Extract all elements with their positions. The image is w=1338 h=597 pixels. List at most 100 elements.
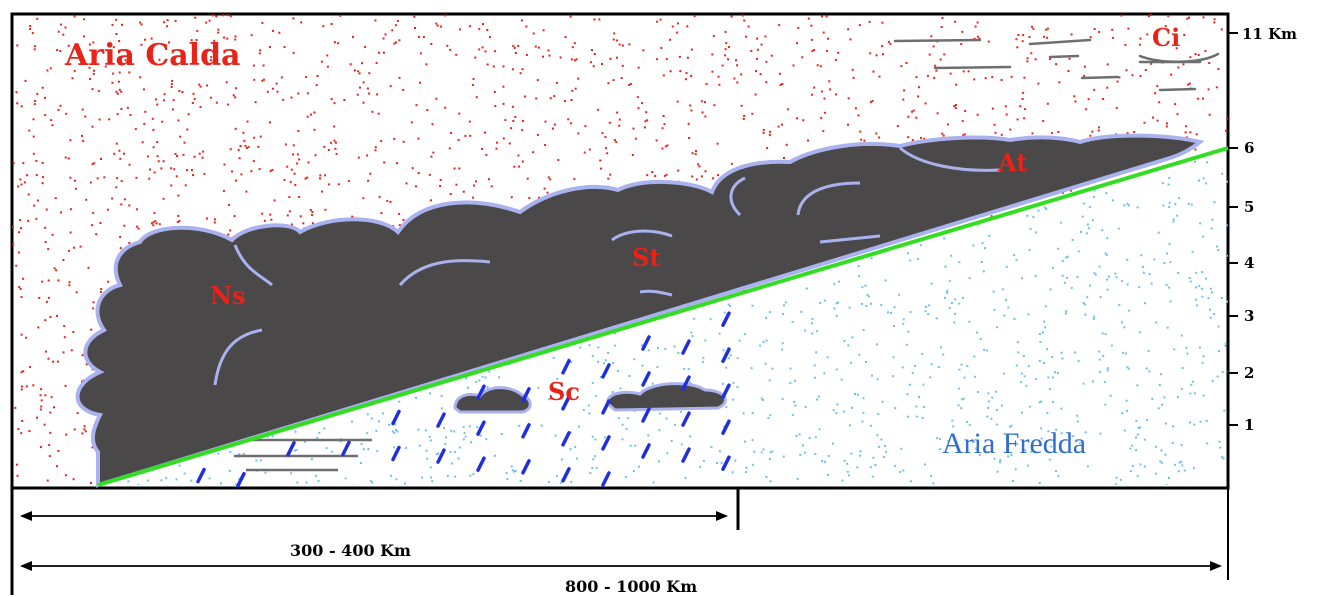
cold-air-speckle <box>968 320 971 323</box>
warm-air-speckle <box>374 149 377 152</box>
warm-air-speckle <box>449 48 452 51</box>
warm-air-speckle <box>83 425 86 428</box>
cold-air-speckle <box>1060 351 1063 354</box>
warm-air-speckle <box>1202 16 1205 19</box>
warm-air-speckle <box>849 38 852 41</box>
warm-air-speckle <box>1058 81 1061 84</box>
cold-air-speckle <box>1190 203 1193 206</box>
warm-air-speckle <box>785 143 788 146</box>
warm-air-speckle <box>1197 54 1200 56</box>
warm-air-speckle <box>292 17 295 20</box>
warm-air-speckle <box>44 319 47 322</box>
cold-air-speckle <box>1195 286 1198 289</box>
warm-air-speckle <box>17 251 20 254</box>
warm-air-speckle <box>878 75 881 78</box>
warm-air-speckle <box>535 97 538 100</box>
warm-air-speckle <box>97 90 100 93</box>
warm-air-speckle <box>1046 102 1049 105</box>
warm-air-speckle <box>750 49 753 52</box>
warm-air-speckle <box>724 48 727 51</box>
warm-air-speckle <box>250 34 253 37</box>
cold-air-speckle <box>1154 445 1157 448</box>
cold-air-speckle <box>570 361 573 364</box>
warm-air-speckle <box>994 131 997 134</box>
warm-air-speckle <box>40 399 43 402</box>
warm-air-speckle <box>1019 105 1022 108</box>
warm-air-speckle <box>1010 75 1013 78</box>
cold-air-speckle <box>393 431 396 434</box>
warm-air-speckle <box>960 43 963 45</box>
warm-air-speckle <box>872 70 875 73</box>
warm-air-speckle <box>92 41 95 44</box>
warm-air-speckle <box>907 136 910 139</box>
warm-air-speckle <box>337 42 339 45</box>
warm-air-speckle <box>716 142 719 145</box>
warm-air-speckle <box>1138 43 1141 46</box>
cold-air-speckle <box>767 417 770 420</box>
cold-air-speckle <box>1165 283 1168 286</box>
cold-air-speckle <box>1044 326 1046 329</box>
cold-air-speckle <box>360 443 363 446</box>
warm-air-speckle <box>234 35 237 38</box>
cold-air-speckle <box>819 301 822 304</box>
cold-air-speckle <box>1126 409 1128 412</box>
warm-air-speckle <box>811 50 814 53</box>
cold-air-speckle <box>900 447 903 450</box>
cold-air-speckle <box>948 280 951 283</box>
warm-air-speckle <box>881 45 884 48</box>
cold-air-speckle <box>1024 449 1027 452</box>
cold-air-speckle <box>999 461 1002 464</box>
cold-air-speckle <box>1029 227 1032 230</box>
warm-air-speckle <box>868 20 871 23</box>
warm-air-speckle <box>747 25 750 28</box>
cold-air-speckle <box>444 443 447 445</box>
cold-air-speckle <box>559 481 562 484</box>
warm-air-speckle <box>690 75 693 77</box>
warm-air-speckle <box>25 385 28 388</box>
cold-air-speckle <box>1153 258 1156 261</box>
cold-air-speckle <box>1003 314 1006 317</box>
warm-air-speckle <box>857 114 860 117</box>
warm-air-speckle <box>435 22 438 25</box>
warm-air-speckle <box>822 31 825 34</box>
warm-air-speckle <box>733 77 736 80</box>
rain-streak <box>681 411 691 427</box>
cold-air-speckle <box>183 472 186 475</box>
cold-air-speckle <box>1168 286 1171 289</box>
warm-air-speckle <box>608 121 611 124</box>
warm-air-speckle <box>521 160 524 163</box>
cold-air-speckle <box>1010 453 1013 456</box>
warm-air-speckle <box>1043 35 1045 38</box>
rain-streak <box>721 347 731 363</box>
warm-air-speckle <box>223 163 226 166</box>
warm-air-speckle <box>16 102 19 105</box>
warm-air-speckle <box>810 24 813 27</box>
warm-air-speckle <box>263 219 266 222</box>
cold-air-speckle <box>405 447 407 449</box>
warm-air-speckle <box>223 36 226 39</box>
cold-air-label: Aria Fredda <box>942 427 1086 460</box>
warm-air-speckle <box>315 84 318 87</box>
cold-air-speckle <box>894 407 897 410</box>
cold-air-speckle <box>325 447 328 450</box>
warm-air-speckle <box>286 165 289 168</box>
warm-air-speckle <box>163 93 166 96</box>
rain-streak <box>721 455 731 471</box>
cold-air-speckle <box>835 314 838 317</box>
cold-air-speckle <box>1150 282 1153 285</box>
warm-air-speckle <box>231 170 233 173</box>
warm-air-speckle <box>112 46 115 49</box>
warm-air-speckle <box>376 93 379 96</box>
cold-air-speckle <box>359 462 362 464</box>
warm-air-speckle <box>552 127 554 130</box>
warm-air-speckle <box>304 177 307 180</box>
warm-air-speckle <box>455 53 458 56</box>
cold-air-speckle <box>1195 298 1198 301</box>
cold-air-speckle <box>709 318 712 321</box>
warm-air-speckle <box>150 37 153 40</box>
warm-air-speckle <box>869 52 872 55</box>
warm-air-speckle <box>1166 122 1168 125</box>
cold-air-speckle <box>1124 352 1127 355</box>
cold-air-speckle <box>1202 355 1205 358</box>
cold-air-speckle <box>1044 305 1047 308</box>
